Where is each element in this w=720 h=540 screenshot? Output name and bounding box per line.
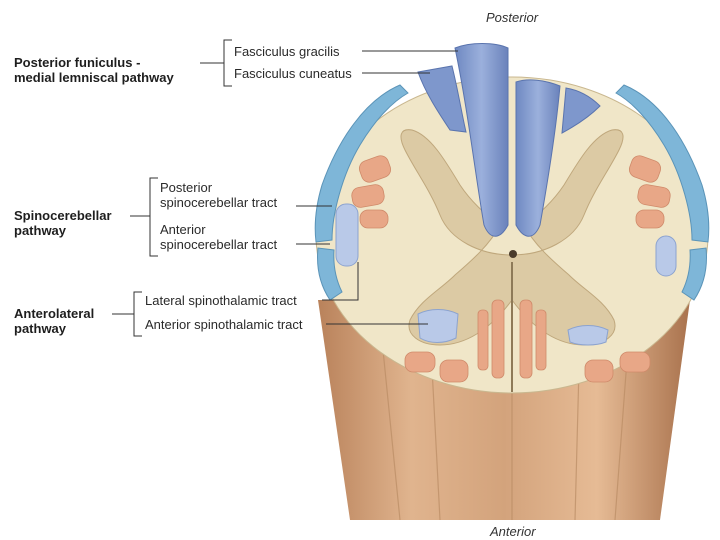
group-label-line: pathway xyxy=(14,223,112,238)
label-line: Anterior xyxy=(160,222,277,237)
label-anterior-spinothalamic: Anterior spinothalamic tract xyxy=(145,317,303,332)
group-label-line: pathway xyxy=(14,321,94,336)
anterior-spinothalamic-tract-left xyxy=(418,310,458,343)
label-line: Posterior xyxy=(160,180,277,195)
anterior-spinothalamic-tract-right xyxy=(568,326,608,346)
group-label-line: Spinocerebellar xyxy=(14,208,112,223)
lateral-spinothalamic-tract-right xyxy=(656,236,676,276)
label-posterior-spinocerebellar: Posterior spinocerebellar tract xyxy=(160,180,277,210)
group-anterolateral: Anterolateral pathway xyxy=(14,306,94,336)
group-label-line: medial lemniscal pathway xyxy=(14,70,174,85)
group-spinocerebellar: Spinocerebellar pathway xyxy=(14,208,112,238)
anterior-label: Anterior xyxy=(490,524,536,539)
label-anterior-spinocerebellar: Anterior spinocerebellar tract xyxy=(160,222,277,252)
label-fasciculus-gracilis: Fasciculus gracilis xyxy=(234,44,339,59)
group-label-line: Posterior funiculus - xyxy=(14,55,174,70)
posterior-label: Posterior xyxy=(486,10,538,25)
group-posterior-funiculus: Posterior funiculus - medial lemniscal p… xyxy=(14,55,174,85)
lateral-spinothalamic-tract-left xyxy=(336,204,358,266)
label-line: spinocerebellar tract xyxy=(160,237,277,252)
label-fasciculus-cuneatus: Fasciculus cuneatus xyxy=(234,66,352,81)
label-line: spinocerebellar tract xyxy=(160,195,277,210)
label-lateral-spinothalamic: Lateral spinothalamic tract xyxy=(145,293,297,308)
central-canal xyxy=(509,250,517,258)
group-label-line: Anterolateral xyxy=(14,306,94,321)
